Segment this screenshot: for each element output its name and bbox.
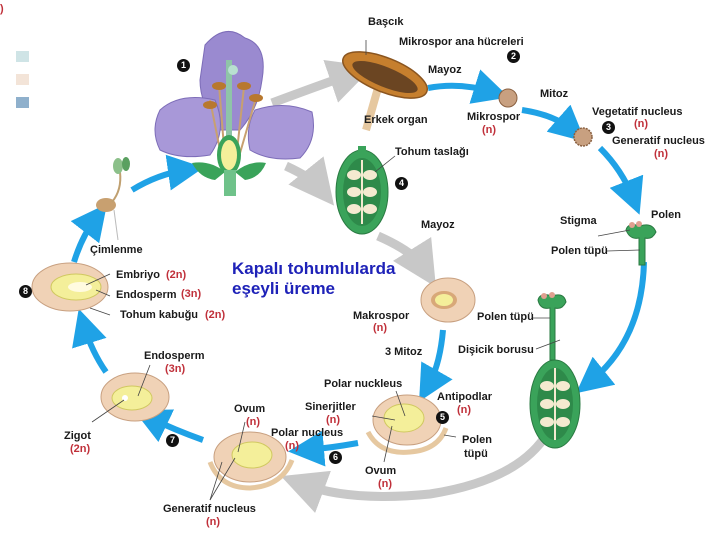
- step-4-badge: 4: [395, 177, 408, 190]
- corner-fragment: ): [0, 3, 4, 15]
- label-mayoz-top: Mayoz: [428, 64, 462, 76]
- label-antipodlar: Antipodlar: [437, 391, 492, 403]
- zygote-ovule: [100, 372, 170, 422]
- legend-swatch-3: [16, 97, 29, 108]
- ploidy-endosperm-8: (3n): [181, 288, 202, 300]
- step-6-badge: 6: [329, 451, 342, 464]
- ploidy-generatif-top: (n): [654, 148, 669, 160]
- grey-arrow-to-anther: [270, 60, 374, 108]
- label-mitoz: Mitoz: [540, 88, 569, 100]
- label-sinerjitler: Sinerjitler: [305, 401, 356, 413]
- arrow-to-ovary: [576, 261, 647, 394]
- ploidy-zigot: (2n): [70, 443, 91, 455]
- embryo-sac-5: [365, 394, 449, 455]
- grey-arrow-bottom: [280, 429, 552, 513]
- label-disicik-borusu: Dişicik borusu: [458, 344, 534, 356]
- arrow-to-seed: [72, 308, 109, 374]
- arrow-3-mitoz: [419, 329, 453, 402]
- step-3-badge: 3: [602, 121, 615, 134]
- label-mikrospor-ana-hucreleri: Mikrospor ana hücreleri: [399, 36, 524, 48]
- ploidy-ovum-6: (n): [246, 416, 261, 428]
- arrow-mayoz-to-mikrospor: [427, 69, 510, 104]
- step-1-badge: 1: [177, 59, 190, 72]
- makrospor-ovule: [420, 277, 476, 323]
- arrow-step-7: [133, 409, 205, 443]
- step-2-badge: 2: [507, 50, 520, 63]
- ploidy-embriyo: (2n): [166, 269, 187, 281]
- label-makrospor: Makrospor: [353, 310, 410, 322]
- label-polen-tupu-2: Polen tüpü: [477, 311, 534, 323]
- microspore-cell: [498, 88, 518, 108]
- label-mikrospor: Mikrospor: [467, 111, 521, 123]
- arrow-to-polen: [597, 145, 644, 215]
- label-ovum-5: Ovum: [365, 465, 397, 477]
- label-endosperm-7: Endosperm: [144, 350, 205, 362]
- legend-swatch-2: [16, 74, 29, 85]
- label-polar-nucleus: Polar nucleus: [271, 427, 344, 439]
- anther-illustration: [342, 51, 428, 132]
- ploidy-makrospor: (n): [373, 322, 388, 334]
- label-erkek-organ: Erkek organ: [364, 114, 428, 126]
- stigma-illustration: [625, 221, 657, 266]
- ovule-ovary-illustration: [335, 146, 389, 235]
- label-tohum-taslagi: Tohum taslağı: [395, 146, 469, 158]
- ploidy-polar-nucleus: (n): [285, 440, 300, 452]
- label-tohum-kabugu: Tohum kabuğu: [120, 309, 199, 321]
- label-endosperm-8: Endosperm: [116, 289, 177, 301]
- step-7-badge: 7: [166, 434, 179, 447]
- label-mayoz-mid: Mayoz: [421, 219, 455, 231]
- ploidy-sinerjitler: (n): [326, 414, 341, 426]
- ploidy-antipodlar: (n): [457, 404, 472, 416]
- ploidy-mikrospor: (n): [482, 124, 497, 136]
- ploidy-endosperm-7: (3n): [165, 363, 186, 375]
- label-polen-tupu-1: Polen tüpü: [551, 245, 608, 257]
- leader-lines: [85, 40, 641, 501]
- grey-arrow-to-ovule: [284, 156, 335, 206]
- label-ovum-6: Ovum: [234, 403, 266, 415]
- label-cimlenme: Çimlenme: [90, 244, 143, 256]
- legend-swatch-1: [16, 51, 29, 62]
- label-generatif-nucleus-bottom: Generatif nucleus: [163, 503, 256, 515]
- diagram-title-line1: Kapalı tohumlularda: [232, 259, 396, 278]
- label-3-mitoz: 3 Mitoz: [385, 346, 423, 358]
- ploidy-tohum-kabugu: (2n): [205, 309, 226, 321]
- step-8-badge: 8: [19, 285, 32, 298]
- label-stigma: Stigma: [560, 215, 597, 227]
- ploidy-ovum-5: (n): [378, 478, 393, 490]
- label-embriyo: Embriyo: [116, 269, 161, 281]
- label-bascik: Başcık: [368, 16, 404, 28]
- label-generatif-nucleus-top: Generatif nucleus: [612, 135, 705, 147]
- pistil-illustration: [529, 292, 581, 449]
- label-polen: Polen: [651, 209, 681, 221]
- label-polen-tupu-3b: tüpü: [464, 448, 488, 460]
- mature-seed: [31, 262, 109, 312]
- flower-illustration: [154, 30, 314, 196]
- diagram-title-line2: eşeyli üreme: [232, 279, 336, 298]
- arrow-mitoz: [521, 104, 586, 142]
- label-zigot: Zigot: [64, 430, 91, 442]
- label-polar-nuckleus: Polar nuckleus: [324, 378, 403, 390]
- label-polen-tupu-3a: Polen: [462, 434, 492, 446]
- ploidy-generatif-bottom: (n): [206, 516, 221, 528]
- ploidy-vegetatif: (n): [634, 118, 649, 130]
- seedling: [96, 157, 130, 241]
- pollen-grain: [573, 127, 593, 147]
- arrow-cimlenme: [70, 203, 108, 263]
- arrow-step-6: [288, 430, 359, 467]
- grey-arrow-to-makrospor: [376, 231, 436, 288]
- arrow-to-flower: [130, 154, 204, 193]
- label-vegetatif-nucleus: Vegetatif nucleus: [592, 106, 683, 118]
- step-5-badge: 5: [436, 411, 449, 424]
